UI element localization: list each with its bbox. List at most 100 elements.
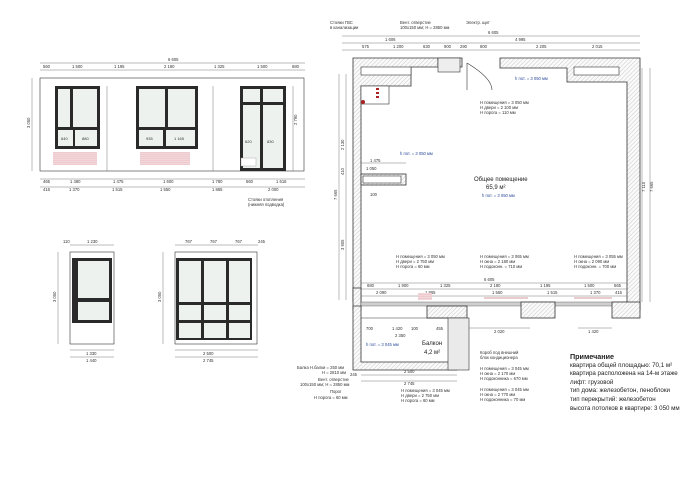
svg-text:4 995: 4 995	[515, 37, 526, 42]
svg-text:2 205: 2 205	[536, 44, 547, 49]
svg-text:410: 410	[340, 167, 345, 175]
wall-elevation: 6 605 560 1 500 1 195 2 180 1 325 1 500 …	[26, 57, 305, 207]
svg-text:1 165: 1 165	[174, 136, 185, 141]
riser-marker-icon	[361, 100, 365, 104]
svg-text:1 420: 1 420	[392, 326, 403, 331]
svg-text:640: 640	[61, 136, 68, 141]
svg-text:h пот. = 3 050 мм: h пот. = 3 050 мм	[482, 193, 515, 198]
svg-text:560: 560	[43, 64, 51, 69]
svg-text:1 325: 1 325	[214, 64, 225, 69]
svg-text:416: 416	[43, 187, 51, 192]
svg-text:767: 767	[210, 239, 218, 244]
svg-text:2 500: 2 500	[404, 369, 415, 374]
svg-text:Н двери = 2 750 мм: Н двери = 2 750 мм	[396, 259, 434, 264]
svg-text:680: 680	[367, 283, 375, 288]
svg-text:блок кондиционера: блок кондиционера	[480, 355, 518, 360]
svg-text:1 420: 1 420	[588, 329, 599, 334]
svg-text:Н подоконника = 670 мм: Н подоконника = 670 мм	[480, 376, 528, 381]
svg-text:Н окна = 2 170 мм: Н окна = 2 170 мм	[480, 371, 515, 376]
svg-text:2 000: 2 000	[268, 187, 279, 192]
svg-text:1 370: 1 370	[590, 290, 601, 295]
svg-text:Стояки отопления: Стояки отопления	[248, 197, 283, 202]
svg-text:2 020: 2 020	[494, 329, 505, 334]
svg-text:1 780: 1 780	[212, 179, 223, 184]
svg-text:Н помещения = 3 065 мм: Н помещения = 3 065 мм	[480, 254, 529, 259]
svg-text:Н окна = 2 090 мм: Н окна = 2 090 мм	[574, 259, 609, 264]
svg-text:h пот. = 3 050 мм: h пот. = 3 050 мм	[400, 151, 433, 156]
svg-text:1 606: 1 606	[385, 37, 396, 42]
svg-text:Электр. щит: Электр. щит	[466, 20, 490, 25]
svg-text:Н помещения = 3 050 мм: Н помещения = 3 050 мм	[480, 100, 529, 105]
svg-text:767: 767	[235, 239, 243, 244]
balcony-window-elevation: 767 767 767 245 3 050 2 500 2 745	[157, 239, 266, 363]
note-line: высота потолков в квартире: 3 050 мм	[570, 404, 680, 412]
svg-text:245: 245	[350, 372, 358, 377]
svg-text:575: 575	[362, 44, 370, 49]
svg-text:290: 290	[460, 44, 468, 49]
svg-text:7 110: 7 110	[641, 181, 646, 192]
svg-text:935: 935	[146, 136, 153, 141]
svg-text:2 350: 2 350	[395, 333, 406, 338]
svg-text:Н подоконн. = 700 мм: Н подоконн. = 700 мм	[574, 264, 616, 269]
svg-text:1 550: 1 550	[160, 187, 171, 192]
svg-text:2 090: 2 090	[376, 290, 387, 295]
svg-text:Н помещения = 3 045 мм: Н помещения = 3 045 мм	[480, 366, 529, 371]
svg-text:Н порога = 60 мм: Н порога = 60 мм	[314, 395, 348, 400]
svg-text:4,2 м²: 4,2 м²	[424, 350, 440, 356]
notes-title: Примечание	[570, 352, 615, 361]
svg-text:Вент. отверстие: Вент. отверстие	[400, 20, 432, 25]
svg-text:1 616: 1 616	[276, 179, 287, 184]
svg-text:Порог: Порог	[330, 389, 342, 394]
svg-text:3 050: 3 050	[157, 291, 162, 302]
svg-text:6 605: 6 605	[484, 277, 495, 282]
svg-text:3 050: 3 050	[26, 117, 31, 128]
svg-text:1 475: 1 475	[113, 179, 124, 184]
svg-text:Н помещения = 3 045 мм: Н помещения = 3 045 мм	[480, 387, 529, 392]
svg-text:1 550: 1 550	[492, 290, 503, 295]
svg-text:680: 680	[292, 64, 300, 69]
svg-text:1 440: 1 440	[86, 358, 97, 363]
svg-text:465: 465	[43, 179, 51, 184]
radiator-icon	[140, 152, 190, 165]
svg-text:100x150 мм; Н = 2850 мм: 100x150 мм; Н = 2850 мм	[300, 382, 349, 387]
svg-text:415: 415	[615, 290, 623, 295]
svg-text:6 605: 6 605	[488, 30, 499, 35]
svg-text:1 515: 1 515	[112, 187, 123, 192]
svg-text:1 865: 1 865	[212, 187, 223, 192]
svg-text:900: 900	[444, 44, 452, 49]
apartment-plan: Стояки ГВС в канализации Вент. отверстие…	[297, 20, 654, 403]
svg-text:560: 560	[246, 179, 254, 184]
svg-text:в канализации: в канализации	[330, 25, 359, 30]
svg-text:1 480: 1 480	[70, 179, 81, 184]
svg-text:Н порога = 60 мм: Н порога = 60 мм	[401, 398, 435, 403]
svg-text:110: 110	[63, 239, 70, 244]
svg-text:245: 245	[258, 239, 266, 244]
svg-text:2 180: 2 180	[490, 283, 501, 288]
svg-text:65,9 м²: 65,9 м²	[486, 185, 505, 191]
svg-text:Н порога = 60 мм: Н порога = 60 мм	[396, 264, 430, 269]
svg-text:Стояки ГВС: Стояки ГВС	[330, 20, 353, 25]
svg-text:7 665: 7 665	[333, 189, 338, 200]
svg-text:455: 455	[436, 326, 444, 331]
svg-text:100x150 мм; Н = 2850 мм: 100x150 мм; Н = 2850 мм	[400, 25, 449, 30]
notes-block: Примечание квартира общей площадью: 70,1…	[570, 352, 680, 413]
svg-text:Балка Н.балки = 250 мм: Балка Н.балки = 250 мм	[297, 365, 344, 370]
svg-text:6 605: 6 605	[168, 57, 179, 62]
svg-text:Н помещения = 3 045 мм: Н помещения = 3 045 мм	[401, 388, 450, 393]
note-line: квартира общей площадью: 70,1 м²	[570, 361, 673, 369]
svg-text:Н окна = 2 180 мм: Н окна = 2 180 мм	[480, 259, 515, 264]
svg-text:Н окна = 2 770 мм: Н окна = 2 770 мм	[480, 392, 515, 397]
svg-text:800: 800	[480, 44, 488, 49]
svg-text:3 050: 3 050	[52, 291, 57, 302]
svg-text:3 905: 3 905	[340, 239, 345, 250]
svg-text:100: 100	[411, 326, 419, 331]
svg-text:2 015: 2 015	[592, 44, 603, 49]
note-line: лифт: грузовой	[570, 378, 614, 386]
svg-text:7 665: 7 665	[649, 181, 654, 192]
svg-text:Н подоконника = 70 мм: Н подоконника = 70 мм	[480, 397, 525, 402]
svg-text:767: 767	[185, 239, 193, 244]
svg-text:1 475: 1 475	[370, 158, 381, 163]
svg-text:Короб под внешний: Короб под внешний	[480, 350, 519, 355]
svg-text:1 195: 1 195	[114, 64, 125, 69]
